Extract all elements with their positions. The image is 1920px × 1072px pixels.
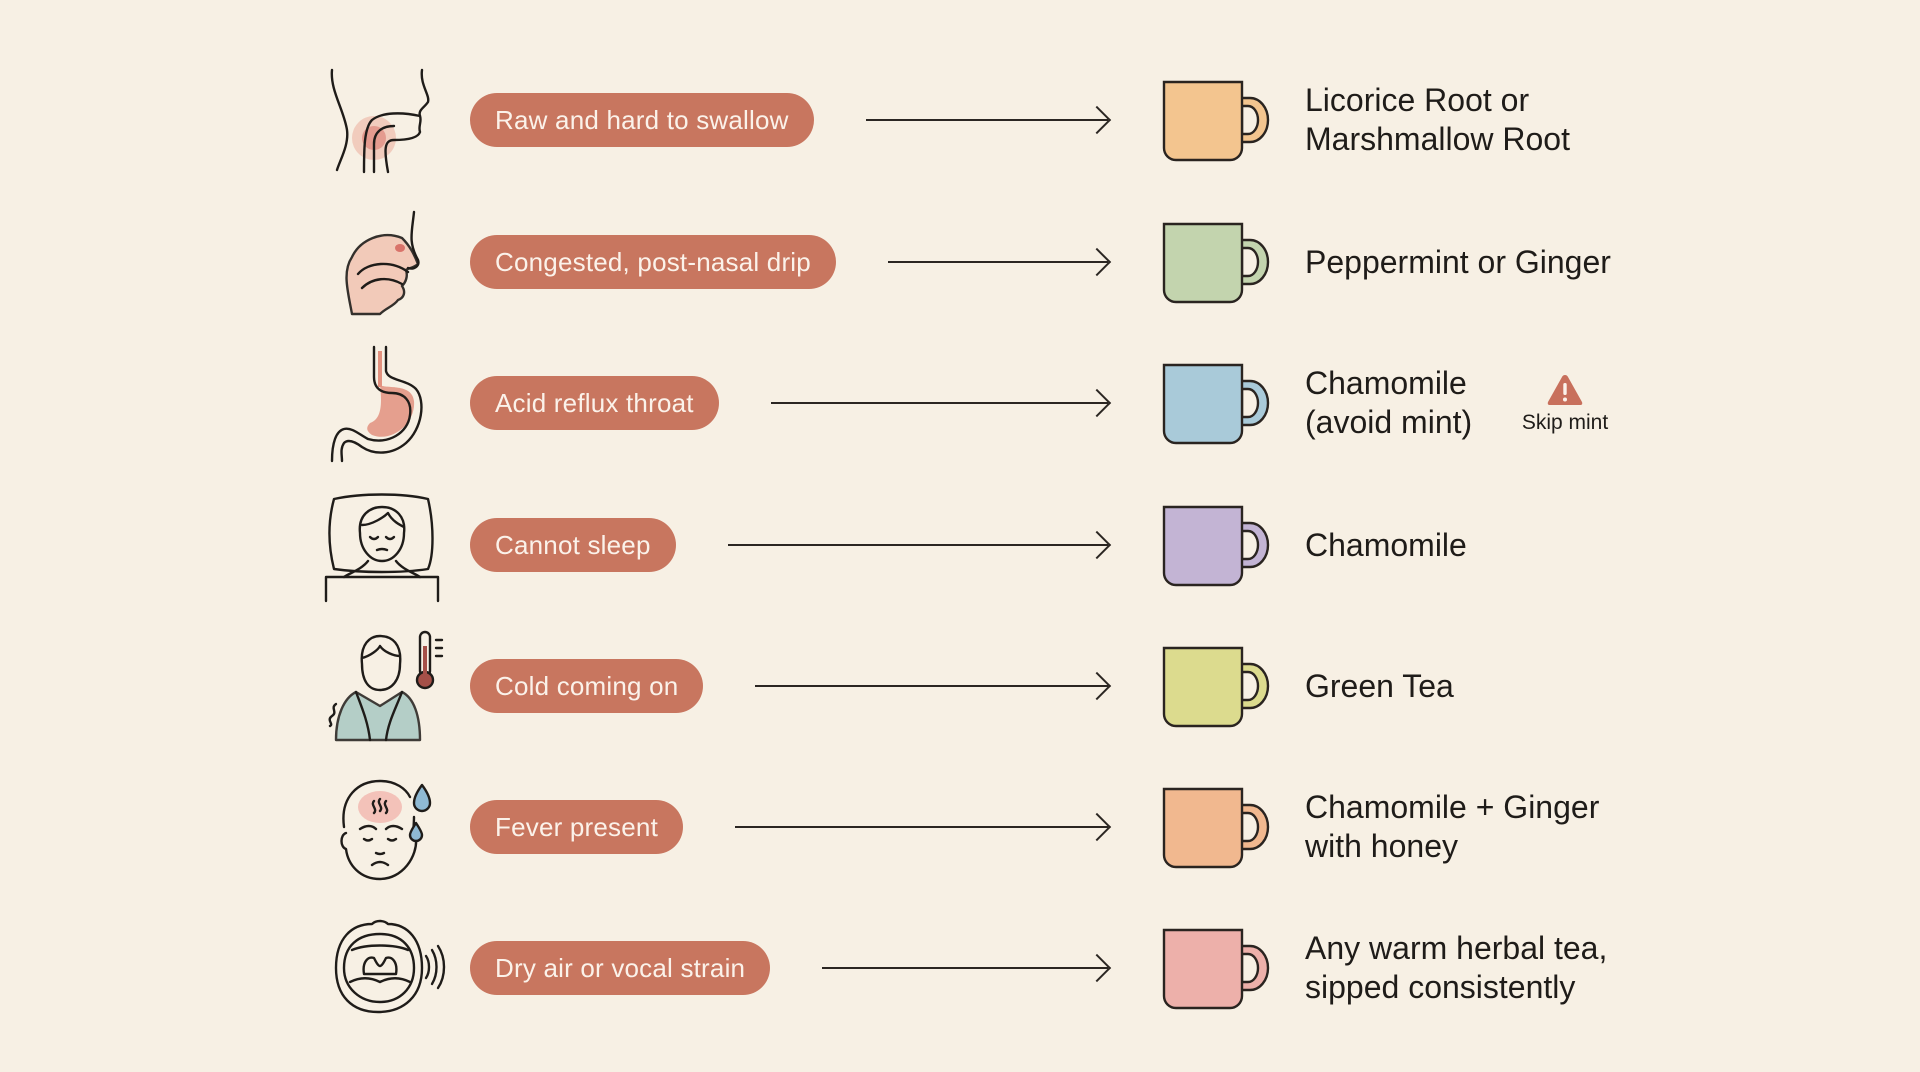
remedy-line: Chamomile (1305, 526, 1467, 563)
symptom-pill: Fever present (470, 800, 684, 854)
arrow-right-icon (822, 953, 1112, 983)
remedy-text: Chamomile + Ginger with honey (1305, 767, 1599, 887)
arrow-right-icon (770, 388, 1112, 418)
mug-icon (1162, 928, 1270, 1010)
remedy-line: Marshmallow Root (1305, 121, 1570, 157)
remedy-line: with honey (1305, 828, 1458, 864)
symptom-pill: Cold coming on (470, 659, 704, 713)
arrow-right-icon (887, 247, 1112, 277)
mug-icon (1162, 363, 1270, 445)
symptom-connector: Congested, post-nasal drip (470, 235, 1112, 289)
remedy-line: (avoid mint) (1305, 404, 1473, 440)
open-mouth-voice-icon (322, 908, 448, 1028)
remedy-line: Chamomile + Ginger (1305, 789, 1600, 825)
symptom-connector: Cannot sleep (470, 518, 1112, 572)
symptom-connector: Fever present (470, 800, 1112, 854)
cold-thermometer-icon (322, 626, 448, 746)
symptom-connector: Dry air or vocal strain (470, 941, 1112, 995)
remedy-text: Peppermint or Ginger (1305, 202, 1611, 322)
remedy-text: Chamomile (1305, 485, 1467, 605)
remedy-line: Licorice Root or (1305, 82, 1530, 118)
throat-swallow-icon (322, 60, 448, 180)
symptom-pill: Dry air or vocal strain (470, 941, 771, 995)
symptom-connector: Cold coming on (470, 659, 1112, 713)
mug-icon (1162, 80, 1270, 162)
mug-icon (1162, 505, 1270, 587)
symptom-row-dry-air: Dry air or vocal strain Any warm herbal … (0, 908, 1920, 1028)
mug-icon (1162, 787, 1270, 869)
arrow-right-icon (755, 671, 1112, 701)
remedy-line: Green Tea (1305, 667, 1454, 704)
warning-label: Skip mint (1521, 411, 1609, 434)
mug-icon (1162, 646, 1270, 728)
symptom-row-fever: Fever present Chamomile + Ginger with ho… (0, 767, 1920, 887)
symptom-row-raw-throat: Raw and hard to swallow Licorice Root or… (0, 60, 1920, 180)
remedy-line: Peppermint or Ginger (1305, 243, 1611, 280)
arrow-right-icon (727, 530, 1112, 560)
remedy-text: Green Tea (1305, 626, 1454, 746)
fever-face-icon (322, 767, 448, 887)
stomach-reflux-icon (322, 343, 448, 463)
warning-triangle-icon (1547, 375, 1583, 405)
symptom-connector: Acid reflux throat (470, 376, 1112, 430)
remedy-text: Chamomile (avoid mint) (1305, 343, 1472, 463)
remedy-text: Licorice Root or Marshmallow Root (1305, 60, 1570, 180)
symptom-pill: Congested, post-nasal drip (470, 235, 836, 289)
symptom-row-cold-coming: Cold coming on Green Tea (0, 626, 1920, 746)
remedy-text: Any warm herbal tea, sipped consistently (1305, 908, 1607, 1028)
symptom-pill: Raw and hard to swallow (470, 93, 814, 147)
arrow-right-icon (735, 812, 1112, 842)
nasal-congestion-icon (322, 202, 448, 322)
mug-icon (1162, 222, 1270, 304)
symptom-row-congested: Congested, post-nasal drip Peppermint or… (0, 202, 1920, 322)
symptom-row-cannot-sleep: Cannot sleep Chamomile (0, 485, 1920, 605)
skip-mint-warning: Skip mint (1510, 373, 1620, 435)
symptom-connector: Raw and hard to swallow (470, 93, 1112, 147)
remedy-line: Any warm herbal tea, (1305, 930, 1608, 966)
symptom-pill: Cannot sleep (470, 518, 676, 572)
arrow-right-icon (865, 105, 1112, 135)
sleepless-person-icon (322, 485, 448, 605)
symptom-row-acid-reflux: Acid reflux throat Chamomile (avoid mint… (0, 343, 1920, 463)
remedy-line: sipped consistently (1305, 969, 1576, 1005)
remedy-line: Chamomile (1305, 365, 1467, 401)
symptom-pill: Acid reflux throat (470, 376, 719, 430)
